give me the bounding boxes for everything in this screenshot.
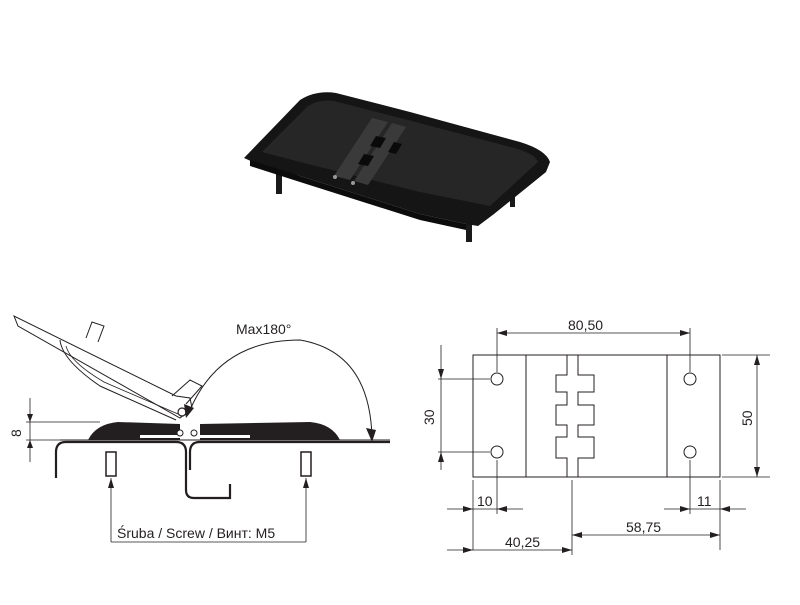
dim-hole-spacing-x: 80,50 bbox=[568, 317, 603, 333]
dim-total-height: 50 bbox=[739, 410, 755, 426]
screw-label: Śruba / Screw / Винт: M5 bbox=[117, 524, 275, 541]
dim-right-edge-offset: 11 bbox=[697, 493, 712, 509]
dim-left-to-axis: 40,25 bbox=[505, 534, 540, 550]
angle-label: Max180° bbox=[236, 321, 291, 337]
top-view: 80,50 30 50 10 11 58,75 bbox=[421, 317, 770, 555]
side-view: Max180° 8 Śruba / Screw / Винт: M5 bbox=[8, 314, 390, 543]
height-dimension: 8 bbox=[8, 429, 24, 437]
dim-left-edge-offset: 10 bbox=[477, 493, 493, 509]
hinge-3d-render bbox=[244, 92, 550, 242]
dim-axis-to-right: 58,75 bbox=[626, 519, 661, 535]
dim-hole-spacing-y: 30 bbox=[421, 409, 437, 425]
